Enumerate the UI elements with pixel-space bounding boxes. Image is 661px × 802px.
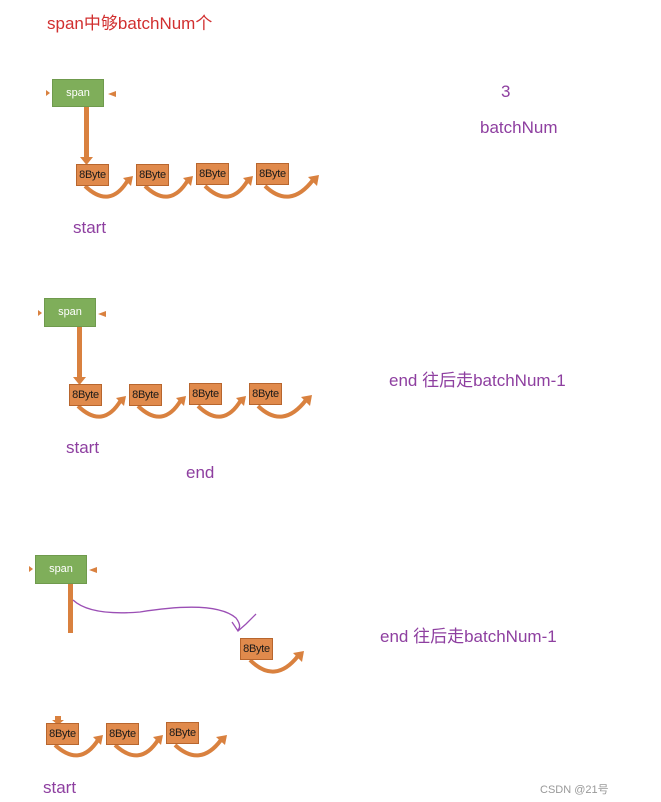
byte-block-detached: 8Byte <box>240 638 273 660</box>
curve-arrow <box>143 178 190 199</box>
curve-arrow <box>53 738 100 758</box>
span-down-bar-3 <box>68 583 73 633</box>
span-label: span <box>49 563 73 575</box>
end-move-label: end 往后走batchNum-1 <box>380 627 557 646</box>
section3-arrows <box>29 566 304 758</box>
start-label: start <box>66 438 100 457</box>
curve-arrow <box>136 398 183 419</box>
byte-block: 8Byte <box>189 383 222 405</box>
byte-block: 8Byte <box>129 384 162 406</box>
span-label: span <box>58 306 82 318</box>
curve-arrow <box>83 178 130 199</box>
byte-block: 8Byte <box>136 164 169 186</box>
section1-arrows <box>46 90 319 199</box>
section2-arrows <box>38 310 312 419</box>
byte-block: 8Byte <box>166 722 199 744</box>
curve-arrow <box>196 398 243 419</box>
purple-curve-arrow <box>72 599 241 631</box>
span-box: span <box>52 79 104 107</box>
byte-block: 8Byte <box>196 163 229 185</box>
span-box: span <box>44 298 96 327</box>
page-title: span中够batchNum个 <box>47 14 213 33</box>
bottom-start-arrow <box>52 716 64 725</box>
span-right-arrow-2 <box>98 311 106 317</box>
curve-arrow <box>256 398 308 419</box>
curve-arrow <box>173 738 223 758</box>
byte-block: 8Byte <box>46 723 79 745</box>
span-down-arrow-2 <box>77 326 82 378</box>
curve-arrow <box>263 178 315 199</box>
span-right-arrow-3 <box>89 567 97 573</box>
start-label: start <box>73 218 107 237</box>
span-left-marker-2 <box>38 310 42 316</box>
span-down-arrow-1 <box>84 106 89 158</box>
watermark: CSDN @21号 <box>540 784 609 796</box>
batch-num-label: batchNum <box>480 118 558 137</box>
byte-block: 8Byte <box>69 384 102 406</box>
batch-num-value: 3 <box>501 82 511 101</box>
curve-arrow <box>248 654 300 674</box>
byte-block: 8Byte <box>76 164 109 186</box>
byte-block: 8Byte <box>249 383 282 405</box>
start-label: start <box>43 778 77 797</box>
end-label: end <box>186 463 215 482</box>
span-left-marker-1 <box>46 90 50 96</box>
curve-arrow <box>76 398 123 419</box>
curve-arrow <box>203 178 250 199</box>
span-right-arrow-1 <box>108 91 116 97</box>
span-left-marker-3 <box>29 566 33 572</box>
span-label: span <box>66 87 90 99</box>
byte-block: 8Byte <box>106 723 139 745</box>
end-move-label: end 往后走batchNum-1 <box>389 371 566 390</box>
span-box: span <box>35 555 87 584</box>
curve-arrow <box>113 738 160 758</box>
byte-block: 8Byte <box>256 163 289 185</box>
